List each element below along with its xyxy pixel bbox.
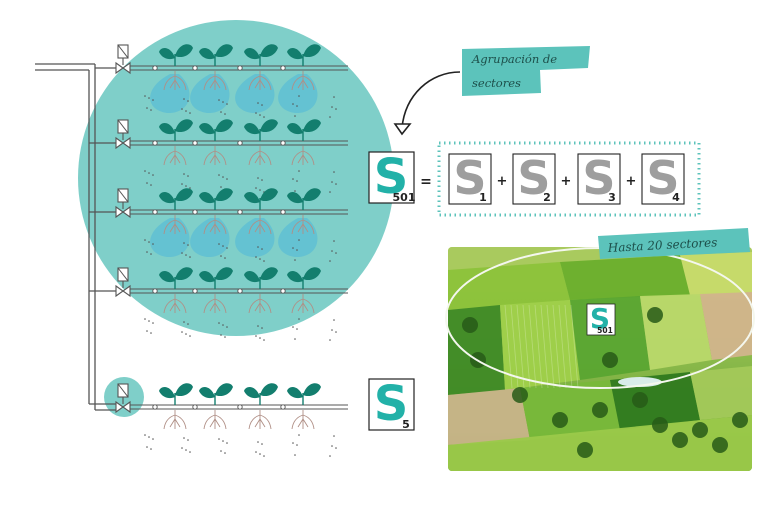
sector-part-icon: S3 xyxy=(577,151,621,205)
irrigation-row xyxy=(115,119,348,193)
plus-sign: + xyxy=(561,174,572,189)
water-drop xyxy=(278,74,318,114)
hasta-label-text: Hasta 20 sectores xyxy=(606,235,717,255)
irrigation-row xyxy=(115,188,348,262)
group-label-line2: sectores xyxy=(472,76,521,90)
plant-icon xyxy=(280,383,321,430)
water-drop xyxy=(235,74,275,114)
valve-icon xyxy=(115,44,131,75)
plant-icon xyxy=(190,44,233,114)
plant-icon xyxy=(192,383,233,430)
water-drop xyxy=(190,218,230,258)
group-label-line1: Agrupación de xyxy=(471,52,557,66)
sector-number: 501 xyxy=(597,326,613,335)
sector-group-box xyxy=(437,141,701,217)
plant-icon xyxy=(235,44,278,114)
plant-icon xyxy=(150,188,193,258)
plant-icon xyxy=(237,383,278,430)
plant-icon xyxy=(280,119,321,166)
group-label: Agrupación de sectores xyxy=(462,46,590,96)
plant-icon xyxy=(278,44,321,114)
irrigation-row xyxy=(115,44,348,118)
sector-letter: S xyxy=(374,149,409,205)
plant-icon xyxy=(192,267,233,314)
plant-icon xyxy=(235,188,278,258)
valve-icon xyxy=(115,188,131,219)
plant-icon xyxy=(192,119,233,166)
sector-letter: S xyxy=(590,302,610,335)
photo-sector-s501-icon: S 501 xyxy=(586,302,616,336)
irrigation-rows xyxy=(115,44,348,457)
sector-letter: S xyxy=(517,151,550,205)
sector-s5-icon: S 5 xyxy=(368,376,415,432)
sector-part-icon: S4 xyxy=(641,151,685,205)
curved-arrow-icon xyxy=(393,71,461,136)
sector-number: 2 xyxy=(543,191,551,204)
water-drop xyxy=(278,218,318,258)
water-drop xyxy=(150,74,190,114)
plant-icon xyxy=(237,119,278,166)
plant-icon xyxy=(278,188,321,258)
valve-icon xyxy=(115,119,131,150)
plant-icon xyxy=(190,188,233,258)
plant-icon xyxy=(280,267,321,314)
sector-letter: S xyxy=(646,151,679,205)
sector-parts: S1+S2+S3+S4 xyxy=(448,151,685,205)
sector-number: 4 xyxy=(672,191,680,204)
irrigation-row xyxy=(115,267,348,341)
irrigation-row xyxy=(115,383,348,457)
water-drop xyxy=(235,218,275,258)
sector-part-icon: S2 xyxy=(512,151,556,205)
equals-sign: = xyxy=(420,174,432,190)
aerial-fields-photo xyxy=(448,247,752,471)
plant-icon xyxy=(152,267,193,314)
plus-sign: + xyxy=(497,174,508,189)
sector-s501-icon: S 501 xyxy=(368,149,416,205)
sector-number: 3 xyxy=(608,191,616,204)
valve-icon xyxy=(115,383,131,414)
hasta-label: Hasta 20 sectores xyxy=(598,228,750,259)
water-drop xyxy=(150,218,190,258)
sector-number: 1 xyxy=(479,191,487,204)
valve-icon xyxy=(115,267,131,298)
sector-part-icon: S1 xyxy=(448,151,492,205)
sector-letter: S xyxy=(453,151,486,205)
supply-pipe-network xyxy=(35,63,116,411)
water-drop xyxy=(190,74,230,114)
sector-number: 501 xyxy=(393,191,416,204)
sector-number: 5 xyxy=(402,418,410,431)
plant-icon xyxy=(152,383,193,430)
sector-letter: S xyxy=(582,151,615,205)
plus-sign: + xyxy=(626,174,637,189)
plant-icon xyxy=(152,119,193,166)
plant-icon xyxy=(150,44,193,114)
sector-letter: S xyxy=(374,376,409,432)
plant-icon xyxy=(237,267,278,314)
